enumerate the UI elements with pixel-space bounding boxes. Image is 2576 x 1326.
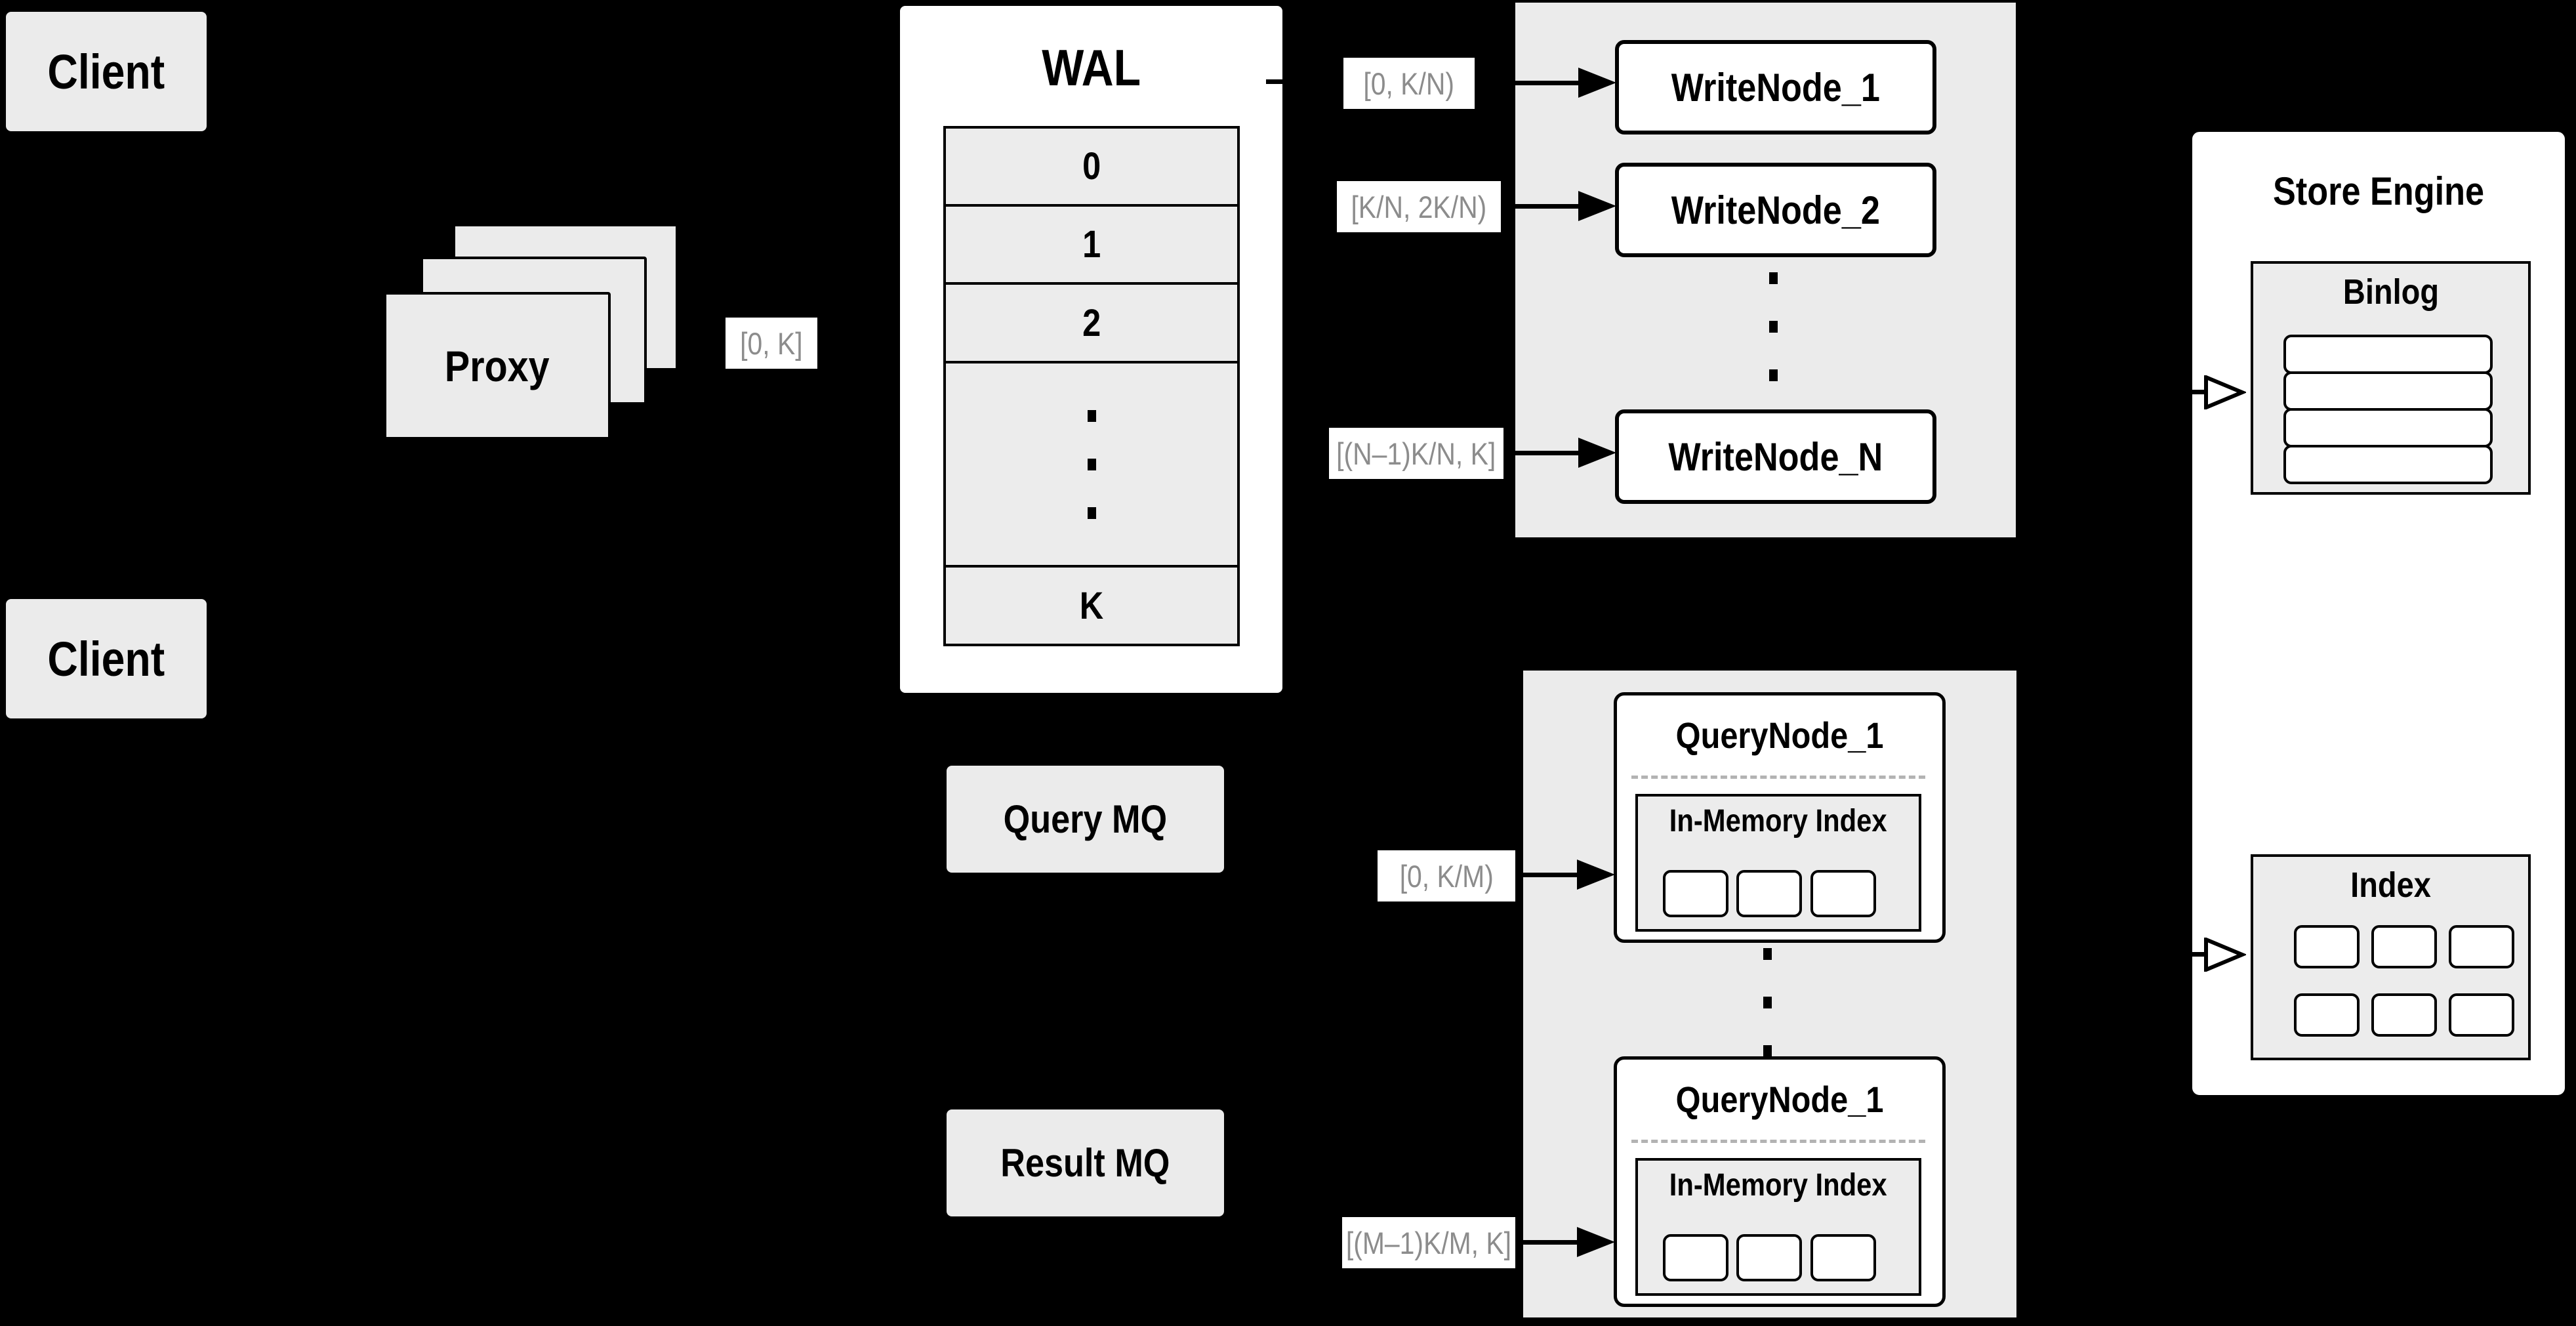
range-chip-querynode-m-label: [(M–1)K/M, K] [1345, 1225, 1512, 1260]
querynode-m-divider [1631, 1140, 1925, 1143]
wal-out-arrow-stub [1266, 79, 1283, 84]
wal-row-1: 1 [943, 204, 1240, 285]
range-chip-writenode-n: [(N–1)K/N, K] [1329, 428, 1503, 479]
range-chip-querynode-1: [0, K/M) [1378, 850, 1515, 901]
arrowhead-to-querynode-m [1577, 1227, 1615, 1257]
index-title: Index [2350, 865, 2431, 905]
vertical-ellipsis-icon [1087, 409, 1096, 519]
querynode-m-segment-1 [1663, 1234, 1728, 1281]
range-chip-proxy: [0, K] [726, 318, 817, 369]
binlog-row [2283, 445, 2493, 484]
querynode-1-title-wrap: QueryNode_1 [1617, 707, 1942, 762]
client-box-bottom: Client [6, 599, 207, 718]
range-chip-proxy-label: [0, K] [740, 325, 803, 361]
wal-row-0-label: 0 [1082, 145, 1101, 188]
range-chip-writenode-2-label: [K/N, 2K/N) [1351, 189, 1487, 224]
index-cell [2294, 925, 2360, 968]
store-engine-panel: Store Engine Binlog Index [2189, 129, 2568, 1098]
querynode-1-segment-2 [1736, 870, 1802, 917]
proxy-box: Proxy [384, 292, 611, 440]
arrowhead-to-writenode-n [1578, 438, 1616, 468]
binlog-row [2283, 335, 2493, 374]
querynode-1-inmemory-title: In-Memory Index [1669, 803, 1887, 839]
open-arrowhead-to-index [2204, 938, 2246, 972]
binlog-title-wrap: Binlog [2253, 269, 2528, 315]
index-cell [2449, 993, 2514, 1037]
querynode-1-segment-1 [1663, 870, 1728, 917]
querynode-1-divider [1631, 776, 1925, 779]
wal-row-k: K [943, 565, 1240, 646]
writenode-n-box: WriteNode_N [1615, 409, 1936, 504]
query-mq-box: Query MQ [947, 766, 1224, 873]
index-cell [2371, 993, 2437, 1037]
querynode-m-title-wrap: QueryNode_1 [1617, 1071, 1942, 1127]
binlog-title: Binlog [2342, 272, 2439, 312]
querynode-1-inmemory-title-wrap: In-Memory Index [1638, 800, 1919, 841]
querynode-m-box: QueryNode_1 In-Memory Index [1614, 1056, 1946, 1307]
arrow-to-index [2184, 952, 2209, 957]
wal-panel: WAL 0 1 2 K [897, 3, 1285, 695]
wal-title: WAL [1042, 38, 1141, 96]
arrow-to-querynode-m [1523, 1240, 1580, 1245]
wal-row-k-label: K [1079, 584, 1104, 627]
querynode-m-inmemory-title-wrap: In-Memory Index [1638, 1165, 1919, 1205]
arrowhead-to-writenode-2 [1578, 191, 1616, 221]
range-chip-writenode-n-label: [(N–1)K/N, K] [1336, 436, 1496, 471]
proxy-label: Proxy [445, 341, 550, 390]
querynode-1-box: QueryNode_1 In-Memory Index [1614, 692, 1946, 943]
querynode-m-segment-3 [1810, 1234, 1876, 1281]
index-box: Index [2251, 854, 2531, 1060]
query-mq-label: Query MQ [1003, 797, 1168, 841]
arrow-to-writenode-2 [1515, 204, 1580, 209]
arrow-to-binlog [2184, 390, 2209, 394]
range-chip-writenode-1-label: [0, K/N) [1363, 66, 1455, 101]
binlog-row [2283, 408, 2493, 447]
querynode-m-segment-2 [1736, 1234, 1802, 1281]
store-engine-title: Store Engine [2273, 169, 2484, 213]
client-bottom-label: Client [47, 631, 165, 686]
arrow-to-writenode-1 [1515, 81, 1580, 85]
wal-row-0: 0 [943, 126, 1240, 207]
wal-table: 0 1 2 K [943, 126, 1240, 646]
index-cell [2449, 925, 2514, 968]
binlog-rows [2283, 335, 2493, 484]
range-chip-querynode-m: [(M–1)K/M, K] [1342, 1217, 1515, 1268]
store-engine-title-wrap: Store Engine [2192, 163, 2565, 218]
querynode-1-segment-3 [1810, 870, 1876, 917]
client-top-label: Client [47, 44, 165, 99]
writenode-2-label: WriteNode_2 [1671, 188, 1881, 232]
querynode-1-label: QueryNode_1 [1675, 714, 1884, 756]
range-chip-writenode-1: [0, K/N) [1343, 58, 1475, 109]
querynode-1-inmemory-box: In-Memory Index [1635, 794, 1921, 932]
client-box-top: Client [6, 12, 207, 131]
index-cell [2371, 925, 2437, 968]
index-cell [2294, 993, 2360, 1037]
result-mq-label: Result MQ [1000, 1141, 1170, 1185]
write-cluster-ellipsis-icon [1769, 272, 1778, 381]
index-title-wrap: Index [2253, 862, 2528, 908]
range-chip-querynode-1-label: [0, K/M) [1399, 858, 1494, 894]
querynode-m-inmemory-title: In-Memory Index [1669, 1167, 1887, 1203]
wal-row-2: 2 [943, 282, 1240, 363]
arrowhead-to-writenode-1 [1578, 68, 1616, 98]
wal-title-wrap: WAL [900, 37, 1282, 98]
writenode-1-box: WriteNode_1 [1615, 40, 1936, 135]
writenode-2-box: WriteNode_2 [1615, 163, 1936, 257]
query-cluster-ellipsis-icon [1763, 948, 1772, 1057]
wal-row-ellipsis [943, 361, 1240, 568]
binlog-box: Binlog [2251, 261, 2531, 495]
wal-row-1-label: 1 [1082, 223, 1101, 266]
arrow-to-querynode-1 [1523, 873, 1580, 877]
open-arrowhead-to-binlog [2204, 375, 2246, 409]
arrow-to-writenode-n [1515, 451, 1580, 455]
result-mq-box: Result MQ [947, 1109, 1224, 1216]
arrowhead-to-querynode-1 [1577, 860, 1615, 890]
range-chip-writenode-2: [K/N, 2K/N) [1337, 181, 1501, 232]
querynode-m-inmemory-box: In-Memory Index [1635, 1158, 1921, 1296]
writenode-1-label: WriteNode_1 [1671, 65, 1881, 110]
querynode-m-label: QueryNode_1 [1675, 1078, 1884, 1120]
writenode-n-label: WriteNode_N [1668, 434, 1883, 479]
wal-row-2-label: 2 [1082, 301, 1101, 344]
binlog-row [2283, 371, 2493, 411]
